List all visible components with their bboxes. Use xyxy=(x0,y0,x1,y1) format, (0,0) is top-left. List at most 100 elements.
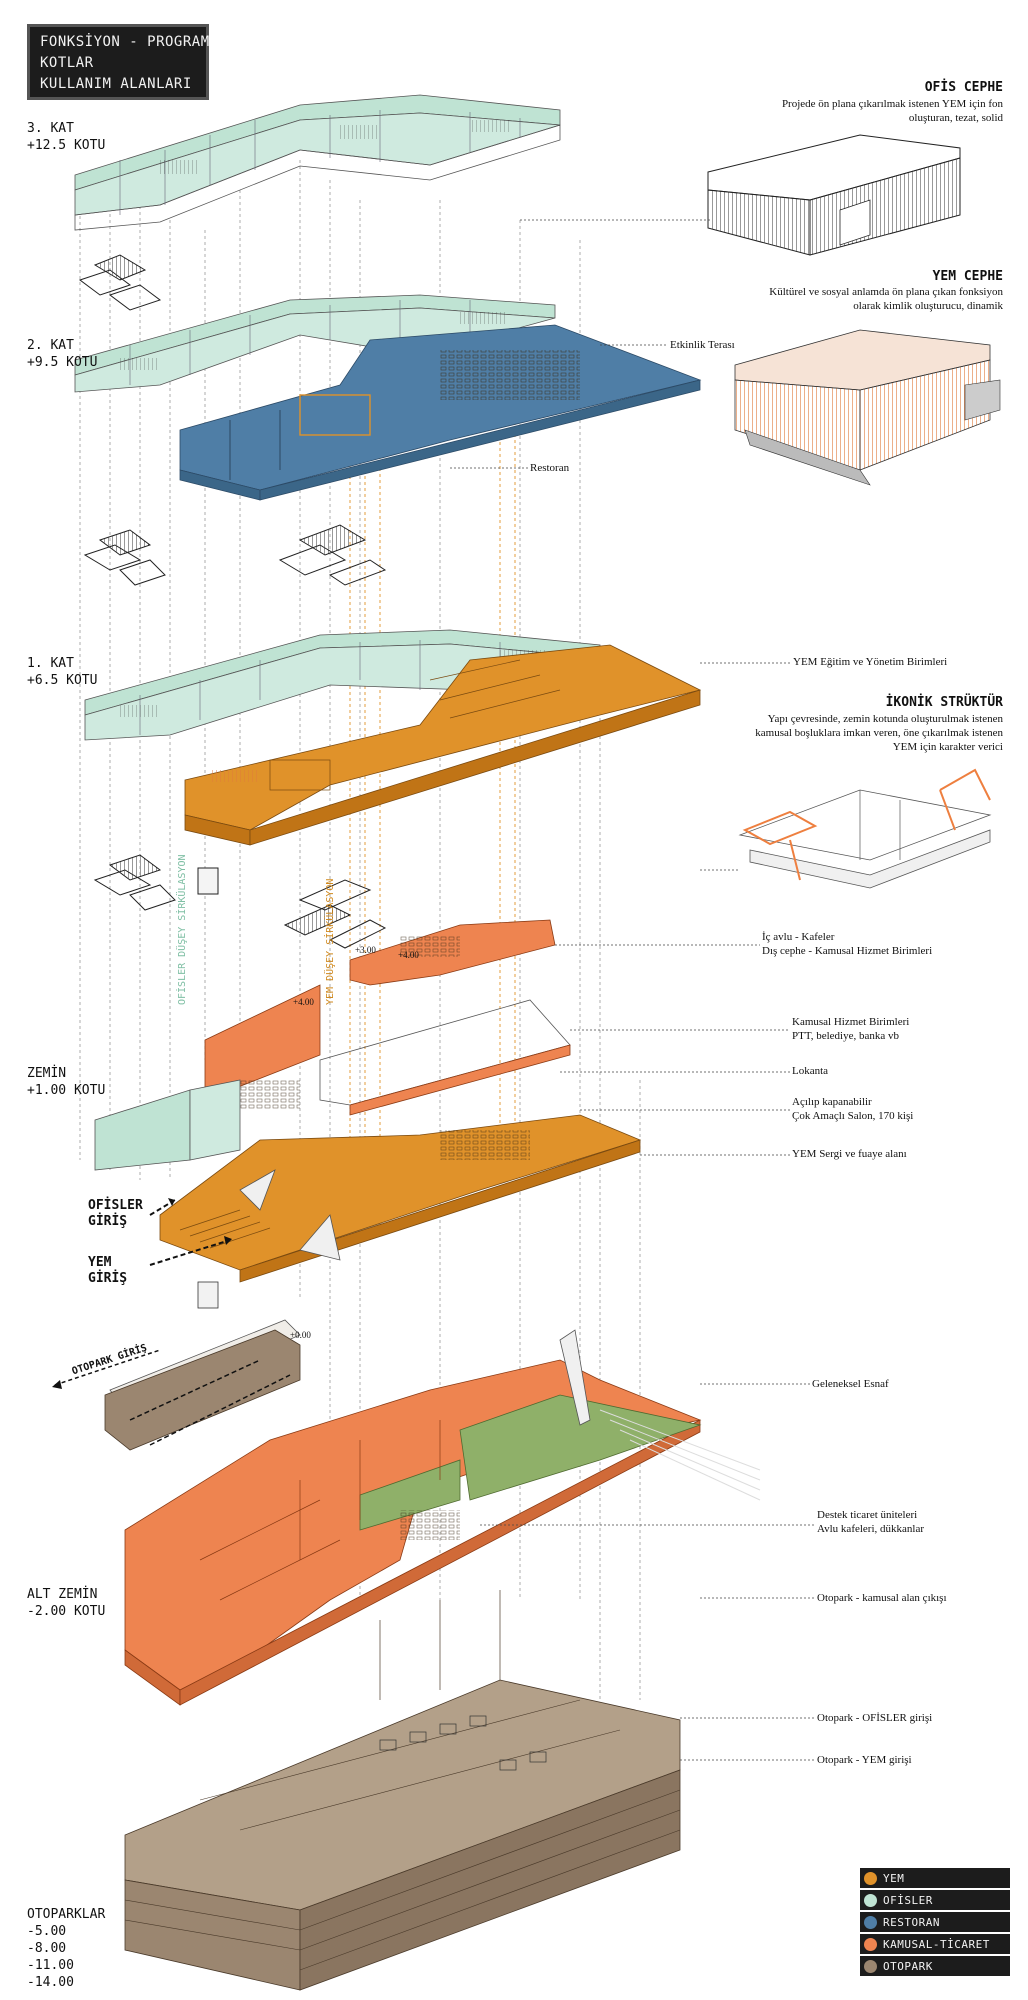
legend-label: KAMUSAL-TİCARET xyxy=(883,1937,990,1951)
legend-label: YEM xyxy=(883,1871,905,1885)
title-line-1: FONKSİYON - PROGRAM xyxy=(40,34,210,50)
entry-yem: YEM GİRİŞ xyxy=(88,1255,127,1287)
leader-lines xyxy=(450,219,815,1761)
legend-item-restoran: RESTORAN xyxy=(860,1912,1010,1932)
label-etkinlik: Etkinlik Terası xyxy=(670,339,735,351)
yem-cephe-title: YEM CEPHE xyxy=(932,269,1003,284)
stair-restaurant xyxy=(278,524,387,586)
entry-ofisler: OFİSLER GİRİŞ xyxy=(88,1198,143,1230)
ground-offices xyxy=(94,1079,241,1171)
level-1-name: 1. KAT xyxy=(27,656,74,671)
legend-label: OFİSLER xyxy=(883,1893,933,1907)
legend-swatch xyxy=(864,1959,877,1973)
stair-2 xyxy=(83,529,166,586)
elevator-box xyxy=(197,1281,219,1309)
yem-cephe-desc: Kültürel ve sosyal anlamda ön plana çıka… xyxy=(769,286,1003,312)
circulation-yem: YEM DÜŞEY SİRKÜLASYON xyxy=(325,878,336,1005)
floor-1-yem xyxy=(184,644,702,846)
level-3-kot: +12.5 KOTU xyxy=(27,138,106,153)
elevation-marker: +4.00 xyxy=(293,997,314,1007)
ikonik-title: İKONİK STRÜKTÜR xyxy=(885,695,1003,710)
legend-item-kamusal: KAMUSAL-TİCARET xyxy=(860,1934,1010,1954)
stair-3 xyxy=(78,254,162,311)
parking-levels: OTOPARKLAR -5.00 -8.00 -11.00 -14.00 xyxy=(27,1906,105,1991)
entry-yem-1: YEM xyxy=(88,1255,112,1270)
cafe-mezzanine xyxy=(349,919,556,986)
label-kamusal-2: PTT, belediye, banka vb xyxy=(792,1030,900,1042)
level-2-kot: +9.5 KOTU xyxy=(27,355,98,370)
label-ic-avlu-2: Dış cephe - Kamusal Hizmet Birimleri xyxy=(762,945,933,957)
level-basement: ALT ZEMİN -2.00 KOTU xyxy=(27,1586,105,1620)
legend-item-otopark: OTOPARK xyxy=(860,1956,1010,1976)
level-basement-kot: -2.00 KOTU xyxy=(27,1604,106,1619)
label-destek-1: Destek ticaret üniteleri xyxy=(817,1509,918,1521)
label-ic-avlu-1: İç avlu - Kafeler xyxy=(762,931,835,943)
ofis-cephe-title: OFİS CEPHE xyxy=(924,80,1003,95)
level-1: 1. KAT +6.5 KOTU xyxy=(27,655,97,689)
parking-ramp xyxy=(52,1319,301,1451)
level-2: 2. KAT +9.5 KOTU xyxy=(27,337,97,371)
label-destek-2: Avlu kafeleri, dükkanlar xyxy=(817,1523,925,1535)
label-kamusal: Kamusal Hizmet Birimleri PTT, belediye, … xyxy=(792,1015,909,1043)
parking-block xyxy=(124,1590,681,1991)
entry-ofisler-1: OFİSLER xyxy=(88,1198,143,1213)
label-otopark-ofisler: Otopark - OFİSLER girişi xyxy=(817,1712,933,1724)
legend: YEM OFİSLER RESTORAN KAMUSAL-TİCARET OTO… xyxy=(860,1868,1010,1978)
elevation-marker: +4.00 xyxy=(398,950,419,960)
legend-label: RESTORAN xyxy=(883,1915,940,1929)
label-lokanta: Lokanta xyxy=(792,1065,829,1077)
entry-yem-2: GİRİŞ xyxy=(88,1271,128,1286)
floor-2-offices xyxy=(74,294,556,393)
title-box: FONKSİYON - PROGRAM KOTLAR KULLANIM ALAN… xyxy=(27,24,209,100)
floor-3-offices xyxy=(74,94,561,231)
circulation-ofisler: OFİSLER DÜŞEY SİRKÜLASYON xyxy=(177,854,188,1005)
level-ground-kot: +1.00 KOTU xyxy=(27,1083,106,1098)
legend-swatch xyxy=(864,1937,877,1951)
level-basement-name: ALT ZEMİN xyxy=(27,1587,98,1602)
label-acilip-2: Çok Amaçlı Salon, 170 kişi xyxy=(792,1110,914,1122)
thumb-ofis-cephe xyxy=(707,134,961,256)
elevation-marker: +0.00 xyxy=(290,1330,311,1340)
level-ground-name: ZEMİN xyxy=(27,1066,67,1081)
legend-swatch xyxy=(864,1893,877,1907)
floor-2-restaurant xyxy=(179,324,702,501)
ofis-cephe-desc: Projede ön plana çıkarılmak istenen YEM … xyxy=(781,98,1003,124)
ground-upper-kamusal xyxy=(204,984,571,1116)
title-line-2: KOTLAR xyxy=(40,55,94,71)
parking-level: -11.00 xyxy=(27,1958,74,1973)
label-yem-egitim: YEM Eğitim ve Yönetim Birimleri xyxy=(793,656,948,668)
level-1-kot: +6.5 KOTU xyxy=(27,673,98,688)
level-2-name: 2. KAT xyxy=(27,338,74,353)
ground-yem xyxy=(159,1114,642,1283)
basement-kamusal xyxy=(124,1329,761,1706)
legend-item-yem: YEM xyxy=(860,1868,1010,1888)
level-3-name: 3. KAT xyxy=(27,121,74,136)
level-ground: ZEMİN +1.00 KOTU xyxy=(27,1065,105,1099)
parking-levels-title: OTOPARKLAR xyxy=(27,1907,106,1922)
elevation-marker: +3.00 xyxy=(355,945,376,955)
label-destek: Destek ticaret üniteleri Avlu kafeleri, … xyxy=(817,1508,924,1536)
label-kamusal-1: Kamusal Hizmet Birimleri xyxy=(792,1016,910,1028)
level-3: 3. KAT +12.5 KOTU xyxy=(27,120,105,154)
label-yem-sergi: YEM Sergi ve fuaye alanı xyxy=(792,1148,907,1160)
label-ic-avlu: İç avlu - Kafeler Dış cephe - Kamusal Hi… xyxy=(762,930,932,958)
parking-level: -14.00 xyxy=(27,1975,74,1990)
title-line-3: KULLANIM ALANLARI xyxy=(40,76,192,92)
thumb-ikonik xyxy=(738,768,992,889)
label-restoran: Restoran xyxy=(530,462,570,474)
stair-1 xyxy=(93,854,219,911)
legend-swatch xyxy=(864,1915,877,1929)
label-acilip: Açılıp kapanabilir Çok Amaçlı Salon, 170… xyxy=(792,1095,913,1123)
stair-yem-1 xyxy=(283,879,387,949)
legend-item-ofisler: OFİSLER xyxy=(860,1890,1010,1910)
legend-swatch xyxy=(864,1871,877,1885)
label-otopark-yem: Otopark - YEM girişi xyxy=(817,1754,912,1766)
entry-ofisler-2: GİRİŞ xyxy=(88,1214,128,1229)
parking-level: -5.00 xyxy=(27,1924,67,1939)
ikonik-desc: Yapı çevresinde, zemin kotunda oluşturul… xyxy=(755,713,1003,753)
parking-level: -8.00 xyxy=(27,1941,67,1956)
label-acilip-1: Açılıp kapanabilir xyxy=(792,1096,872,1108)
legend-label: OTOPARK xyxy=(883,1959,933,1973)
